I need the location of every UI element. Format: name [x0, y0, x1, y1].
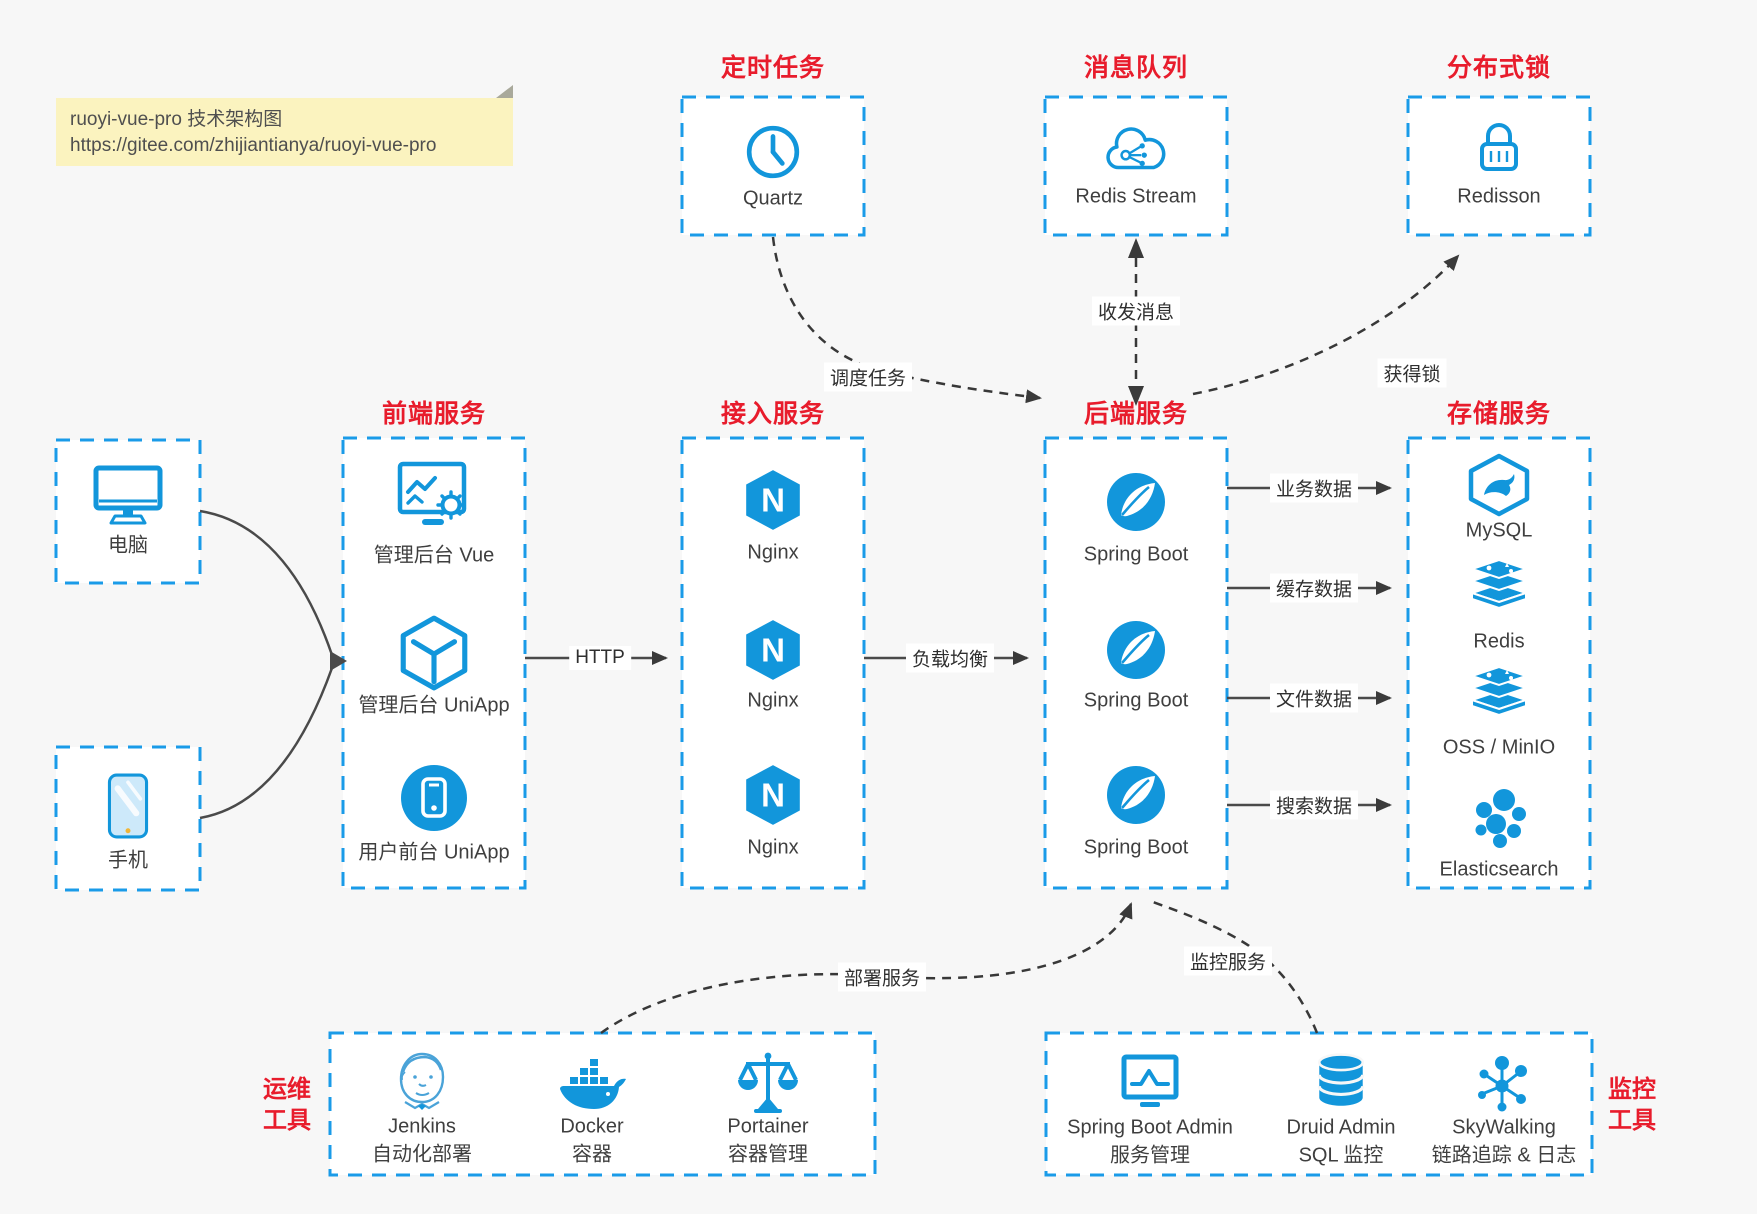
- title-scheduled-tasks: 定时任务: [720, 54, 826, 82]
- edge-label-message: 收发消息: [1091, 296, 1181, 326]
- jenkins-desc: 自动化部署: [372, 1143, 472, 1166]
- computer-to-frontend-line: [199, 509, 334, 656]
- phone-to-frontend-line: [199, 667, 334, 820]
- spring-boot-label: Spring Boot: [1083, 543, 1189, 566]
- portainer-label: Portainer: [727, 1115, 809, 1138]
- note-url: https://gitee.com/zhijiantianya/ruoyi-vu…: [70, 135, 437, 156]
- druid-admin-desc: SQL 监控: [1298, 1144, 1384, 1167]
- message-up-arrowhead: [1128, 238, 1144, 258]
- spring-boot-icon: [1105, 471, 1167, 533]
- svg-text:N: N: [761, 776, 785, 813]
- spring-boot-admin-icon: [1117, 1052, 1183, 1112]
- edge-label-load-balance: 负载均衡: [905, 643, 995, 673]
- edge-label-search: 搜索数据: [1269, 790, 1359, 820]
- title-storage-service: 存储服务: [1446, 400, 1552, 428]
- nginx-label: Nginx: [747, 689, 799, 712]
- spring-boot-label: Spring Boot: [1083, 689, 1189, 712]
- redisson-lock-icon: [1471, 118, 1527, 178]
- oss-minio-label: OSS / MinIO: [1442, 736, 1556, 759]
- uniapp-user-phone-icon: [398, 762, 470, 834]
- edge-label-lock: 获得锁: [1377, 358, 1447, 388]
- portainer-desc: 容器管理: [728, 1143, 808, 1166]
- quartz-clock-icon: [744, 123, 802, 181]
- svg-text:N: N: [761, 481, 785, 518]
- mysql-icon: [1466, 453, 1532, 517]
- phone-label: 手机: [108, 849, 148, 872]
- oss-minio-stack-icon: [1467, 665, 1531, 725]
- edge-label-cache: 缓存数据: [1269, 573, 1359, 603]
- quartz-label: Quartz: [742, 187, 804, 210]
- uniapp-admin-label: 管理后台 UniApp: [358, 694, 510, 717]
- skywalking-desc: 链路追踪 & 日志: [1431, 1144, 1577, 1167]
- docker-icon: [556, 1055, 628, 1113]
- redis-stack-icon: [1467, 558, 1531, 618]
- portainer-scales-icon: [736, 1049, 800, 1117]
- computer-label: 电脑: [108, 534, 148, 557]
- skywalking-label: SkyWalking: [1452, 1116, 1556, 1139]
- edge-label-deploy: 部署服务: [837, 962, 927, 992]
- schedule-task-curve: [771, 236, 1042, 404]
- computer-icon: [89, 461, 167, 527]
- title-backend-service: 后端服务: [1083, 400, 1189, 428]
- svg-text:N: N: [761, 631, 785, 668]
- title-frontend-service: 前端服务: [381, 400, 487, 428]
- title-monitor-tools: 监控 工具: [1608, 1074, 1656, 1136]
- edge-label-monitor: 监控服务: [1183, 946, 1273, 976]
- redis-stream-cloud-icon: [1103, 124, 1169, 176]
- druid-admin-label: Druid Admin: [1286, 1116, 1396, 1139]
- sticky-note: ruoyi-vue-pro 技术架构图 https://gitee.com/zh…: [56, 85, 513, 166]
- edge-label-schedule: 调度任务: [823, 362, 913, 392]
- message-down-arrowhead: [1128, 386, 1144, 406]
- nginx-icon: N: [742, 467, 804, 533]
- spring-boot-admin-label: Spring Boot Admin: [1067, 1116, 1233, 1139]
- redisson-label: Redisson: [1457, 185, 1541, 208]
- monitor-service-curve: [1149, 899, 1319, 1034]
- clients-merge-arrowhead: [330, 651, 347, 671]
- monitor-title-line2: 工具: [1608, 1107, 1656, 1134]
- redis-stream-label: Redis Stream: [1075, 185, 1197, 208]
- spring-boot-icon: [1105, 619, 1167, 681]
- jenkins-icon: [391, 1050, 453, 1116]
- ops-title-line1: 运维: [263, 1076, 311, 1103]
- note-fold-corner: [496, 85, 513, 98]
- mysql-label: MySQL: [1465, 519, 1533, 542]
- edge-label-business: 业务数据: [1269, 473, 1359, 503]
- docker-desc: 容器: [572, 1143, 612, 1166]
- docker-label: Docker: [560, 1115, 624, 1138]
- ops-title-line2: 工具: [263, 1107, 311, 1134]
- skywalking-network-icon: [1472, 1050, 1536, 1114]
- acquire-lock-curve: [1192, 254, 1460, 396]
- vue-admin-label: 管理后台 Vue: [373, 544, 495, 567]
- title-access-service: 接入服务: [720, 400, 826, 428]
- spring-boot-label: Spring Boot: [1083, 836, 1189, 859]
- nginx-label: Nginx: [747, 541, 799, 564]
- note-title: ruoyi-vue-pro 技术架构图: [70, 109, 283, 130]
- title-distributed-lock: 分布式锁: [1446, 54, 1552, 82]
- distributed-lock-box: [1406, 95, 1592, 237]
- edge-label-file: 文件数据: [1269, 683, 1359, 713]
- quartz-box: [680, 95, 866, 237]
- redis-label: Redis: [1473, 630, 1525, 653]
- vue-admin-icon: [392, 460, 476, 530]
- spring-boot-admin-desc: 服务管理: [1110, 1144, 1190, 1167]
- edge-label-http: HTTP: [569, 646, 631, 670]
- title-message-queue: 消息队列: [1083, 54, 1189, 82]
- spring-boot-icon: [1105, 764, 1167, 826]
- title-ops-tools: 运维 工具: [263, 1074, 311, 1136]
- nginx-icon: N: [742, 617, 804, 683]
- druid-database-icon: [1312, 1052, 1370, 1112]
- phone-icon: [105, 772, 151, 840]
- uniapp-user-label: 用户前台 UniApp: [358, 841, 510, 864]
- nginx-icon: N: [742, 762, 804, 828]
- uniapp-admin-cube-icon: [395, 612, 473, 692]
- monitor-title-line1: 监控: [1608, 1076, 1656, 1103]
- jenkins-label: Jenkins: [388, 1115, 456, 1138]
- elasticsearch-icon: [1467, 786, 1531, 850]
- nginx-label: Nginx: [747, 836, 799, 859]
- elasticsearch-label: Elasticsearch: [1439, 858, 1559, 881]
